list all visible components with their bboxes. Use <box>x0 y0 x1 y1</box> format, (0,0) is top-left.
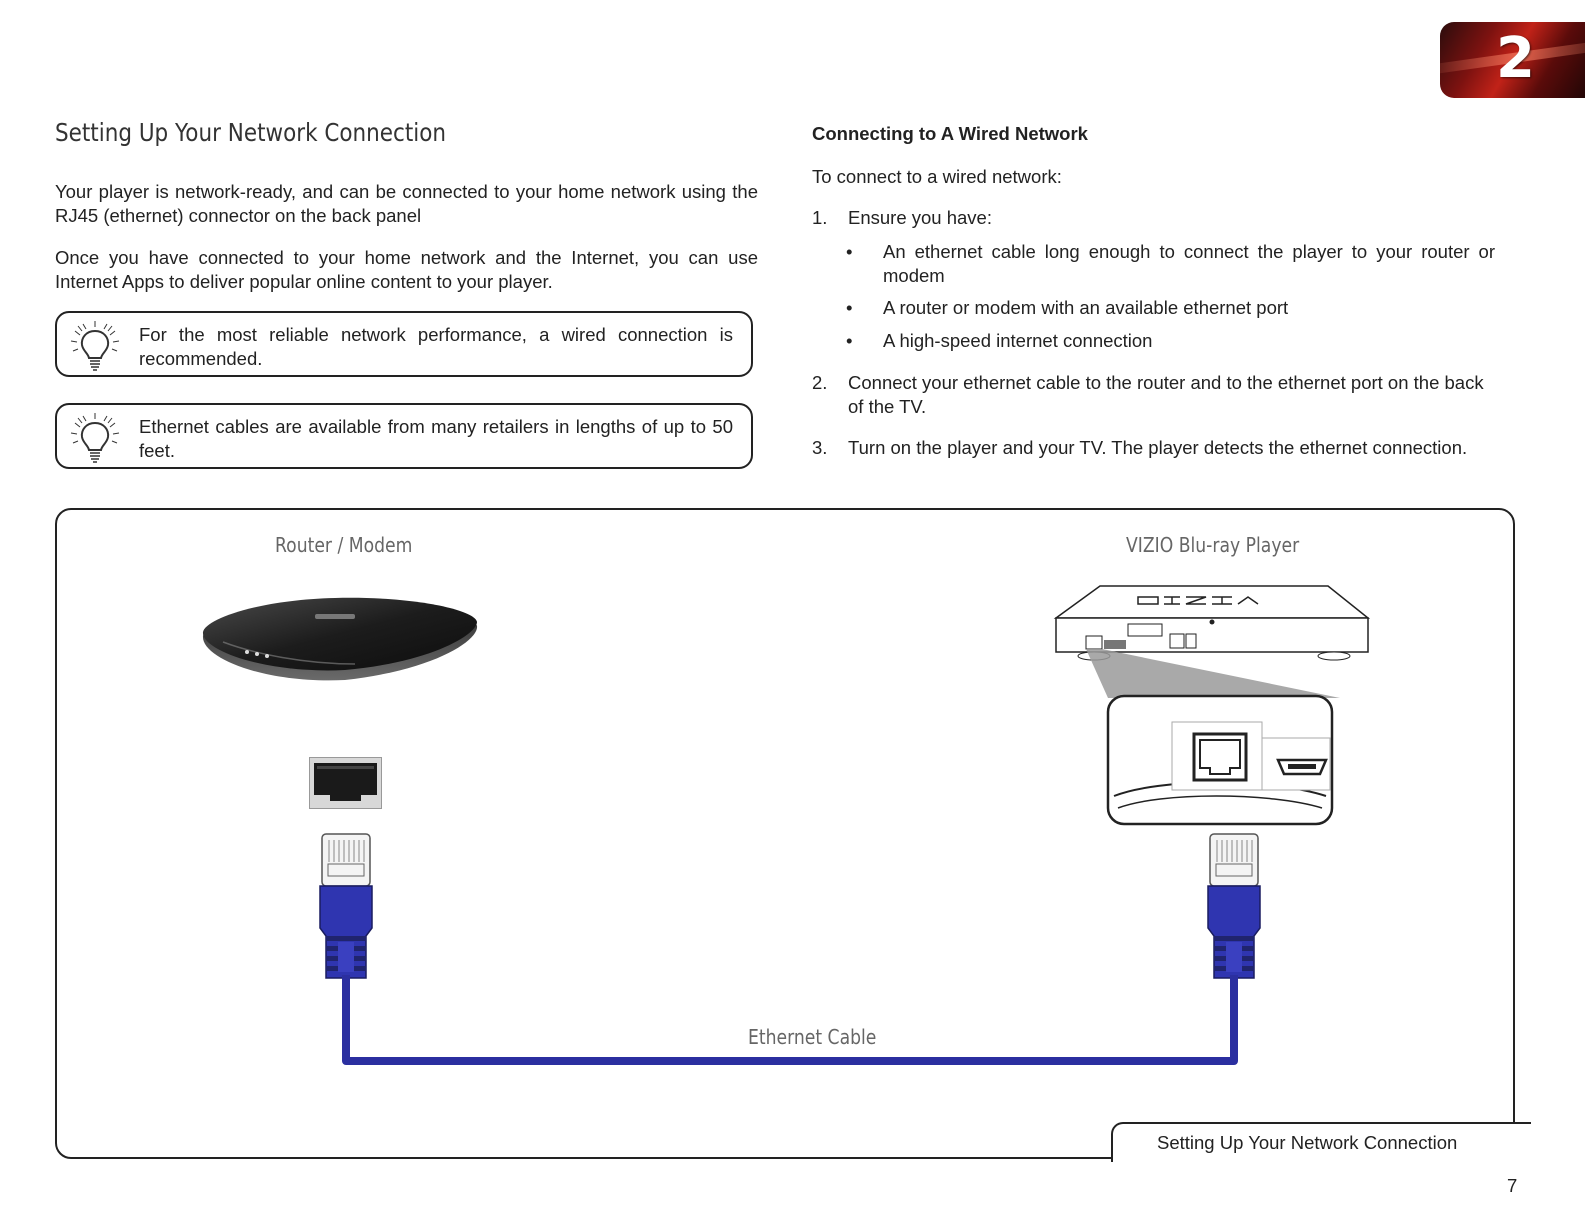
chapter-number: 2 <box>1496 26 1535 91</box>
intro-paragraph: Your player is network-ready, and can be… <box>55 181 758 226</box>
tip-box: Ethernet cables are available from many … <box>55 403 753 469</box>
router-label: Router / Modem <box>275 533 413 557</box>
router-device <box>202 597 478 681</box>
ethernet-cable <box>342 975 1238 1065</box>
lightbulb-icon <box>70 413 120 463</box>
chapter-tab: 2 <box>1440 22 1585 98</box>
cable-label: Ethernet Cable <box>748 1025 877 1049</box>
footer-section-tab: Setting Up Your Network Connection <box>1111 1122 1531 1162</box>
step-number: 3. <box>812 437 828 458</box>
ethernet-plug-router-end <box>319 833 373 979</box>
lightbulb-icon <box>70 321 120 371</box>
connection-diagram-frame <box>55 508 1515 1159</box>
step-number: 2. <box>812 372 828 393</box>
step-number: 1. <box>812 207 828 228</box>
wired-network-intro: To connect to a wired network: <box>812 166 1062 187</box>
blu-ray-player-device <box>1053 585 1371 826</box>
requirement-item: A router or modem with an available ethe… <box>883 297 1289 318</box>
bullet-dot: • <box>846 330 853 351</box>
tip-text: Ethernet cables are available from many … <box>139 416 733 461</box>
section-heading: Setting Up Your Network Connection <box>55 118 447 147</box>
footer-section-title: Setting Up Your Network Connection <box>1157 1132 1458 1153</box>
wired-network-subheading: Connecting to A Wired Network <box>812 123 1088 144</box>
bullet-dot: • <box>846 241 853 262</box>
tip-text: For the most reliable network performanc… <box>139 324 733 369</box>
requirement-item: An ethernet cable long enough to connect… <box>883 241 1495 286</box>
player-label: VIZIO Blu-ray Player <box>1126 533 1300 557</box>
requirement-item: A high-speed internet connection <box>883 330 1153 351</box>
step-text: Connect your ethernet cable to the route… <box>848 372 1484 417</box>
ethernet-plug-player-end <box>1207 833 1261 979</box>
internet-apps-paragraph: Once you have connected to your home net… <box>55 247 758 292</box>
step-text: Ensure you have: <box>848 207 992 228</box>
router-ethernet-port <box>309 757 382 809</box>
tip-box: For the most reliable network performanc… <box>55 311 753 377</box>
step-text: Turn on the player and your TV. The play… <box>848 437 1468 458</box>
page-number: 7 <box>1507 1175 1518 1196</box>
bullet-dot: • <box>846 297 853 318</box>
